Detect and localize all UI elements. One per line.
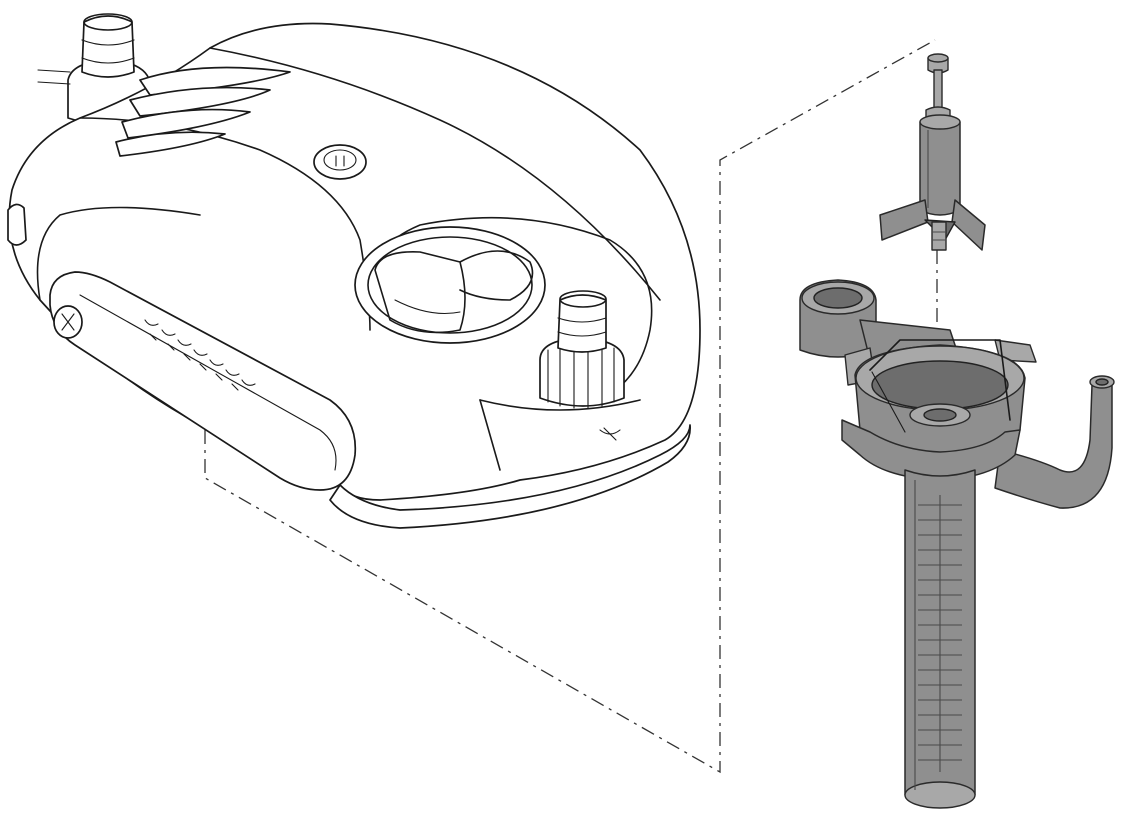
top-vents (115, 66, 291, 157)
grip-ridges (144, 319, 256, 391)
pump-housing-illustration (7, 13, 701, 529)
impeller-chamber (354, 226, 546, 344)
strainer-ridges (918, 495, 962, 772)
front-nozzle (539, 290, 625, 409)
side-grip-panel (49, 271, 357, 491)
impeller-illustration (879, 53, 986, 251)
intake-strainer-illustration (799, 279, 1115, 809)
top-button (313, 144, 367, 180)
